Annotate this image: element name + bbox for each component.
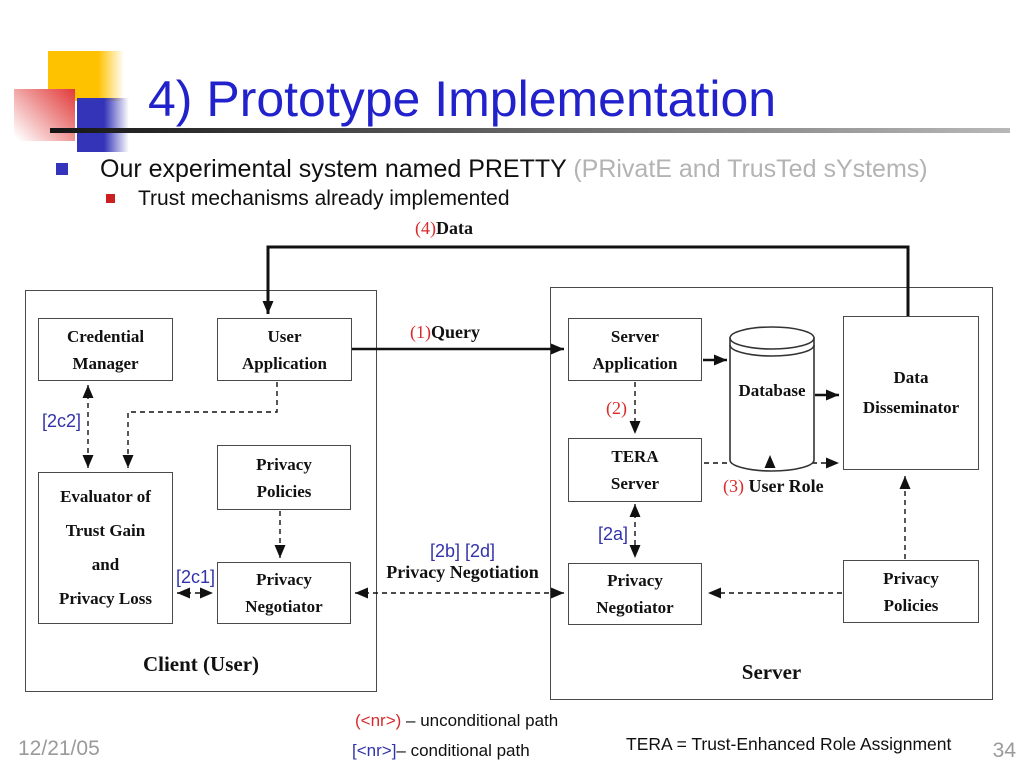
bullet-marker-level1 [56,163,68,175]
box-privacy-negotiator-server-label: Privacy Negotiator [596,571,674,617]
box-evaluator: Evaluator of Trust Gain and Privacy Loss [38,472,173,624]
box-privacy-negotiator-server: Privacy Negotiator [568,563,702,625]
database-cylinder-rim [729,344,815,357]
label-3-text: User Role [748,476,824,496]
label-2b2d: [2b] [2d] [429,541,496,561]
box-server-application: Server Application [568,318,702,381]
bullet-level2: Trust mechanisms already implemented [138,187,510,210]
label-flow-3-user-role: (3) User Role [723,476,824,497]
legend-unconditional-symbol: (<nr>) [355,711,402,730]
bullet1-suffix: (PRivatE and TrusTed sYstems) [573,155,928,183]
legend-conditional-symbol: [<nr>] [352,741,397,760]
tera-acronym-note: TERA = Trust-Enhanced Role Assignment [626,734,952,754]
label-3-num: (3) [723,476,744,496]
bullet-marker-level2 [106,194,115,203]
database-cylinder-top [729,326,815,350]
box-privacy-negotiator-client: Privacy Negotiator [217,562,351,624]
box-privacy-policies-server: Privacy Policies [843,560,979,623]
label-cond-2a: [2a] [598,524,629,544]
server-group-box: Server [550,287,993,700]
arrow-data-return [262,245,910,318]
label-cond-2c1: [2c1] [176,567,216,587]
legend-unconditional-text: – unconditional path [401,711,559,730]
label-1-num: (1) [410,322,431,342]
slide-date: 12/21/05 [18,737,100,760]
server-caption: Server [741,660,802,684]
database-label: Database [738,381,806,400]
client-group-box: Client (User) [25,290,377,692]
label-flow-2: (2) [606,398,627,419]
title-rule [50,128,1010,133]
label-privacy-negotiation: [2b] [2d] Privacy Negotiation [370,541,555,583]
box-data-disseminator-label: Data Disseminator [862,368,960,417]
arrow-userapp-evaluator [122,382,278,468]
box-tera-server-label: TERA Server [610,447,660,493]
label-4-text: Data [436,218,473,238]
label-1-text: Query [431,322,480,342]
box-server-application-label: Server Application [592,326,678,373]
label-2-num: (2) [606,398,627,418]
box-tera-server: TERA Server [568,438,702,502]
box-privacy-policies-client-label: Privacy Policies [256,454,312,501]
label-flow-1-query: (1)Query [410,322,480,343]
slide-page-number: 34 [992,739,1016,762]
box-privacy-policies-client: Privacy Policies [217,445,351,510]
bullet-level1: Our experimental system named PRETTY (PR… [100,155,928,184]
legend-conditional: [<nr>]– conditional path [352,741,530,761]
label-4-num: (4) [415,218,436,238]
box-privacy-negotiator-client-label: Privacy Negotiator [245,570,323,616]
box-evaluator-label: Evaluator of Trust Gain and Privacy Loss [58,487,153,608]
box-user-application-label: User Application [241,326,328,373]
box-credential-manager: Credential Manager [38,318,173,381]
legend-unconditional: (<nr>) – unconditional path [355,711,558,731]
bullet1-text: Our experimental system named PRETTY [100,155,574,183]
page-title: 4) Prototype Implementation [148,71,777,127]
label-2b2d-text: Privacy Negotiation [386,562,539,582]
box-user-application: User Application [217,318,352,381]
client-caption: Client (User) [142,652,260,676]
deco-blue-square [77,98,129,152]
label-cond-2c2: [2c2] [42,411,82,431]
label-flow-4-data: (4)Data [415,218,473,239]
box-privacy-policies-server-label: Privacy Policies [883,568,939,615]
box-data-disseminator: Data Disseminator [843,316,979,470]
legend-conditional-text: – conditional path [396,741,530,760]
database-cylinder-body [729,338,815,472]
box-credential-manager-label: Credential Manager [66,326,145,373]
